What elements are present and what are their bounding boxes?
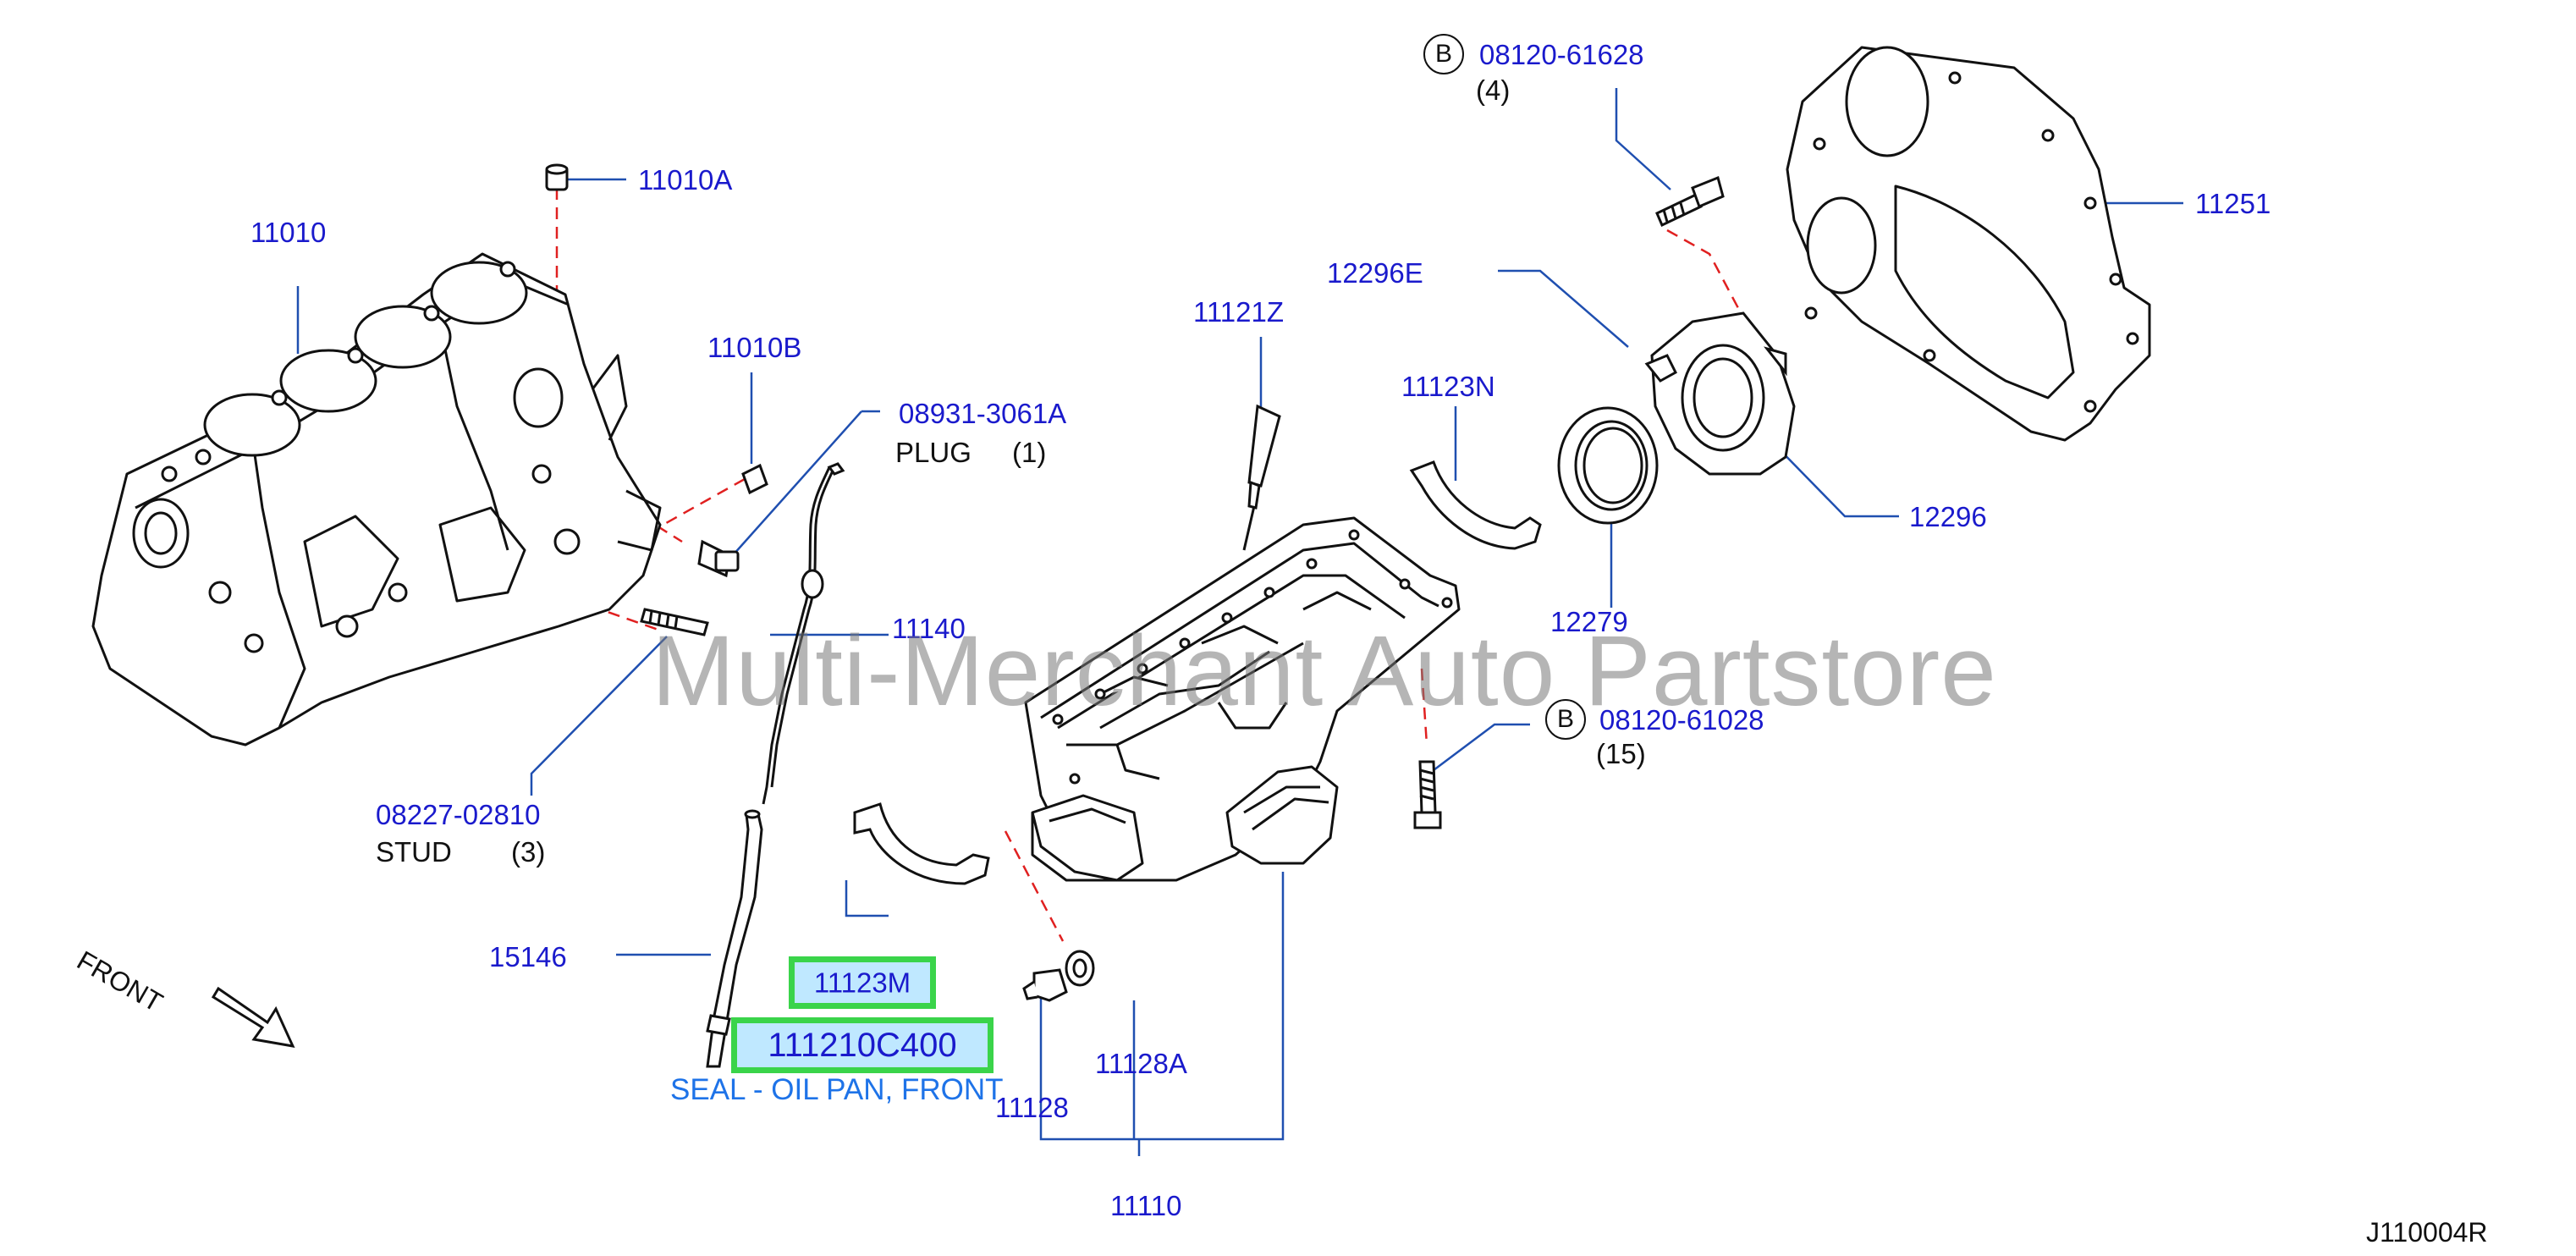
label-111210c400[interactable]: 111210C400 <box>768 1027 957 1064</box>
bolt-08120-61628 <box>1655 175 1725 228</box>
dowel-11010b <box>741 463 768 495</box>
qty-61628: (4) <box>1476 74 1511 106</box>
dipstick-11140 <box>762 462 845 805</box>
label-11123m[interactable]: 11123M <box>813 967 911 999</box>
plug-11010a <box>545 163 569 191</box>
label-stud: STUD <box>376 836 452 868</box>
plug-bolt-08931 <box>697 539 740 578</box>
dipstick-guide-15146 <box>706 809 763 1068</box>
bolt-08120-61028 <box>1413 760 1442 829</box>
label-11251[interactable]: 11251 <box>2195 188 2271 219</box>
label-11123n[interactable]: 11123N <box>1401 371 1495 402</box>
label-08931-3061a[interactable]: 08931-3061A <box>899 398 1067 429</box>
seal-11123m <box>853 802 990 885</box>
retainer-12296 <box>1644 311 1796 476</box>
label-11121z[interactable]: 11121Z <box>1193 296 1285 328</box>
label-11010a[interactable]: 11010A <box>638 164 733 196</box>
oil-seal-12279 <box>1557 406 1659 525</box>
engine-block-11010 <box>91 252 662 746</box>
label-12296[interactable]: 12296 <box>1909 501 1987 532</box>
rear-plate-11251 <box>1786 46 2151 442</box>
sealant-tube-11121z <box>1242 404 1281 551</box>
qty-61028: (15) <box>1596 738 1646 769</box>
highlight-111210c400[interactable]: 111210C400 <box>731 1017 994 1073</box>
oil-pan-11110 <box>1024 516 1461 882</box>
stud-08227 <box>640 608 709 636</box>
bolt-marker-61028: B <box>1545 699 1586 740</box>
label-11140[interactable]: 11140 <box>892 613 966 644</box>
bolt-marker-61628: B <box>1423 34 1464 74</box>
highlight-11123m[interactable]: 11123M <box>789 956 936 1009</box>
label-11128[interactable]: 11128 <box>995 1092 1069 1123</box>
label-08120-61028[interactable]: 08120-61028 <box>1599 704 1764 735</box>
link-seal-oil-pan-front[interactable]: SEAL - OIL PAN, FRONT <box>670 1073 1004 1106</box>
label-12296e[interactable]: 12296E <box>1327 257 1423 289</box>
label-08227-02810[interactable]: 08227-02810 <box>376 799 541 830</box>
label-11010[interactable]: 11010 <box>250 217 327 248</box>
seal-11123n <box>1409 460 1542 550</box>
qty-plug: (1) <box>1012 437 1047 468</box>
diagram-code: J110004R <box>2366 1217 2488 1248</box>
label-11128a[interactable]: 11128A <box>1095 1048 1187 1079</box>
label-12279[interactable]: 12279 <box>1550 606 1628 637</box>
label-15146[interactable]: 15146 <box>489 941 567 972</box>
watermark: Multi-Merchant Auto Partstore <box>652 615 1997 727</box>
label-11110[interactable]: 11110 <box>1110 1190 1182 1221</box>
qty-stud: (3) <box>511 836 546 868</box>
label-11010b[interactable]: 11010B <box>707 332 802 363</box>
washer-11128a <box>1065 950 1095 987</box>
label-plug: PLUG <box>895 437 972 468</box>
drain-plug-11128 <box>1022 968 1068 1002</box>
label-08120-61628[interactable]: 08120-61628 <box>1479 39 1644 70</box>
front-arrow <box>211 986 295 1048</box>
